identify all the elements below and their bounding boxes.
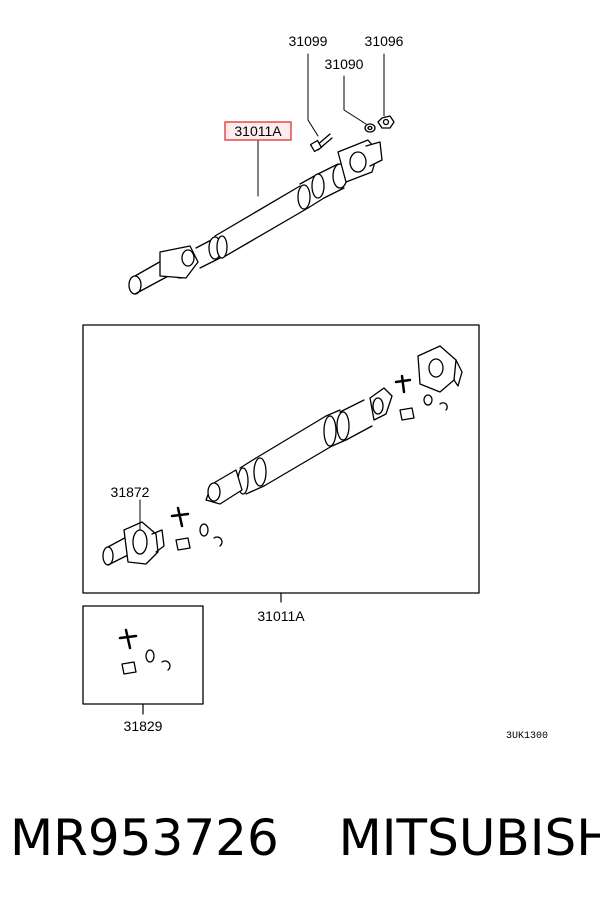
propeller-shaft-top (128, 115, 395, 295)
part-number: MR953726 (10, 809, 279, 867)
callout-31099: 31099 (289, 33, 328, 49)
highlight-box (224, 121, 292, 141)
callout-31011a-highlighted[interactable]: 31011A (234, 123, 282, 139)
joint-kit-parts (118, 628, 171, 675)
exploded-shaft-assembly (102, 345, 463, 566)
callout-31090: 31090 (325, 56, 364, 72)
diagram-code: 3UK1300 (506, 731, 548, 742)
brand-name: MITSUBISHI (338, 809, 600, 867)
joint-kit-frame (82, 605, 204, 705)
callout-31829: 31829 (124, 718, 163, 734)
callout-31011a: 31011A (257, 608, 305, 624)
part-caption: MR953726 MITSUBISHI (10, 808, 600, 878)
leader-lines-top (257, 53, 385, 197)
callout-31096: 31096 (365, 33, 404, 49)
callout-31872: 31872 (111, 484, 150, 500)
